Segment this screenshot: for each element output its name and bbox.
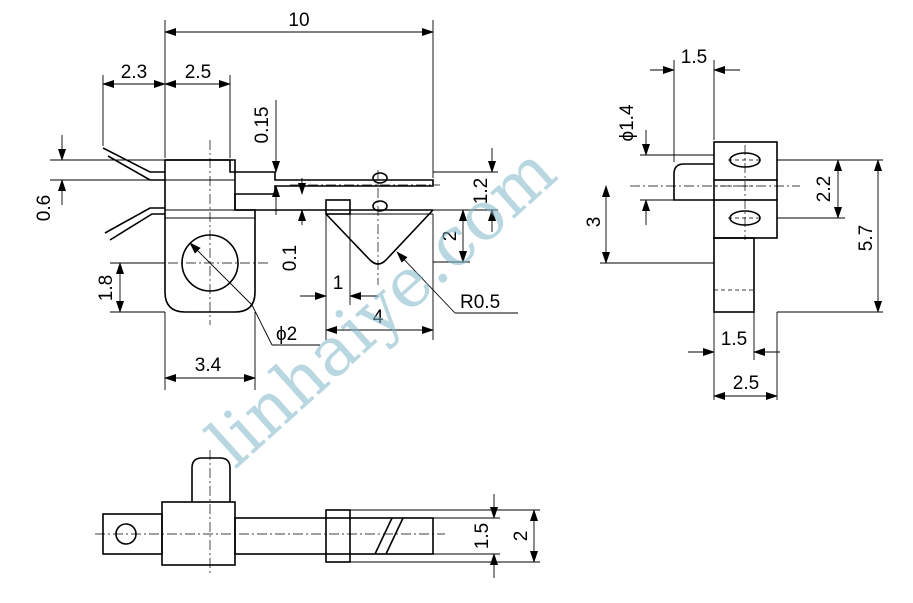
dim-side-total-height: 5.7 [856,225,877,251]
side-dimensions: 1.5 ϕ1.4 2.2 3 5.7 1.5 2.5 [584,47,883,400]
dim-contact-height: 2 [440,231,461,242]
dim-hole-diameter: ϕ2 [276,324,297,345]
dim-lead-offset: 2.3 [121,62,147,83]
front-dimensions: 10 2.3 2.5 0.15 0.6 1.2 2 0.1 1 4 [34,10,518,390]
dim-hole-center-height: 1.8 [96,275,117,301]
dim-side-slot-spacing: 2.2 [814,176,835,202]
dim-side-leg-width: 1.5 [721,329,747,350]
dim-lead-gap: 0.6 [34,195,55,221]
dim-contact-tab: 1 [333,273,344,294]
dim-bottom-inner: 1.5 [472,523,493,549]
dim-tab-height: 1.2 [471,178,492,204]
dim-gap-thickness: 0.1 [280,245,301,271]
dim-side-slot-offset: 3 [584,217,605,228]
dim-bottom-outer: 2 [511,531,532,542]
dim-thickness: 0.15 [252,107,273,144]
dim-contact-width: 4 [373,307,384,328]
side-view [630,141,800,313]
dim-side-body-width: 2.5 [733,373,759,394]
dim-body-width: 2.5 [185,62,211,83]
dim-side-pin-width: 1.5 [681,47,707,68]
bottom-view [95,450,445,575]
bottom-dimensions: 1.5 2 [350,494,540,578]
dim-contact-radius: R0.5 [460,292,500,313]
dim-side-slot-diameter: ϕ1.4 [617,104,638,141]
dim-overall-length: 10 [288,10,309,31]
dim-hole-center-offset: 3.4 [195,355,222,376]
